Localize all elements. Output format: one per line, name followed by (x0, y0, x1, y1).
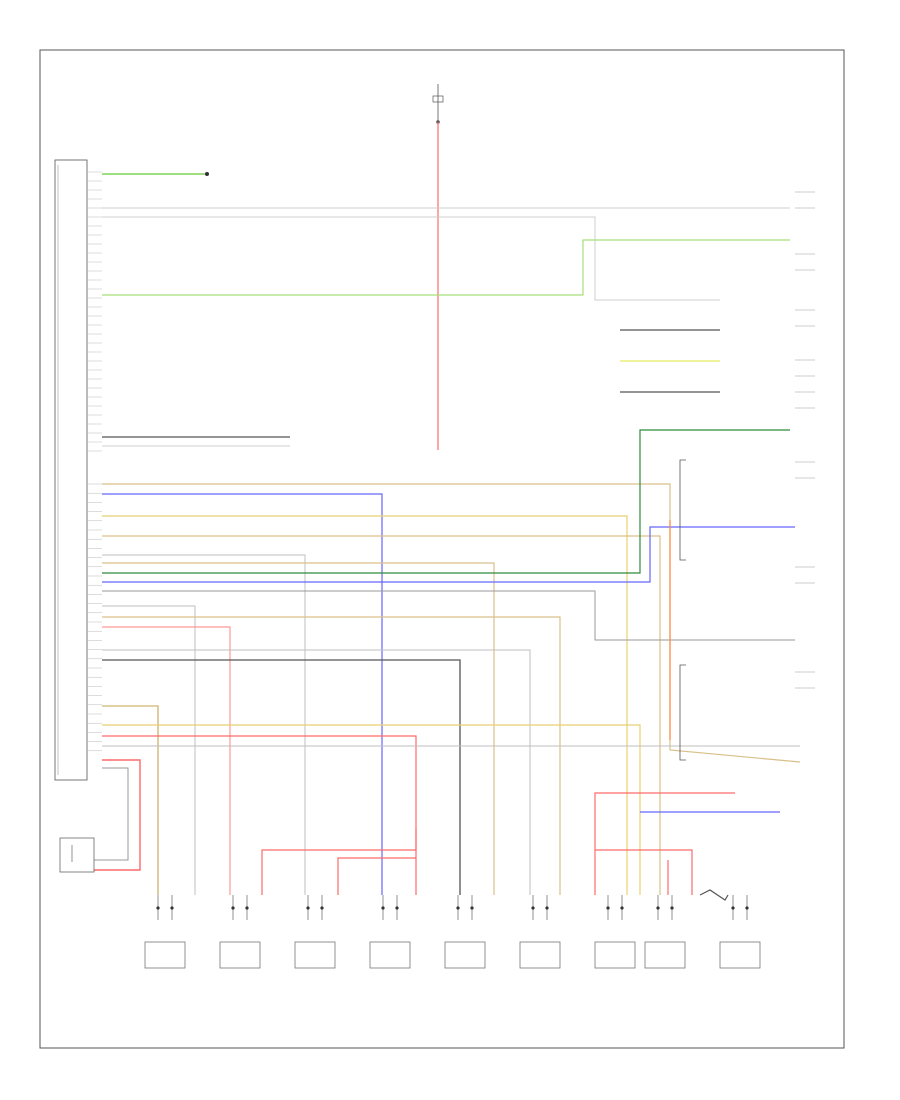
sensor-pin-dot (470, 906, 474, 910)
wire-light-green (102, 239, 790, 296)
fuse (432, 84, 444, 124)
wire-red-3 (94, 759, 141, 871)
wire-dark-gray-5 (699, 889, 729, 901)
sensor-pin-dot (606, 906, 610, 910)
sensor-pin-dot (531, 906, 535, 910)
sensor (594, 895, 636, 969)
wire-blue-2 (102, 526, 795, 583)
sensor-pin-dot (620, 906, 624, 910)
sensor-row (144, 895, 761, 969)
right-component-bracket (795, 391, 815, 409)
right-component-bracket (795, 359, 815, 377)
wire-red-7 (595, 849, 693, 895)
sensor-box (369, 941, 411, 969)
sensor (444, 895, 486, 969)
right-component-bracket (795, 566, 815, 584)
wire-dark-gray-4 (102, 659, 461, 895)
wire-tan-1 (102, 483, 801, 763)
wire-dark-green (102, 429, 790, 574)
right-components (679, 191, 815, 761)
wire-gray-2 (102, 216, 720, 301)
sensor-box (294, 941, 336, 969)
sensor-box (519, 941, 561, 969)
right-component-bracket (795, 253, 815, 271)
sensor (294, 895, 336, 969)
sensor-pin-dot (320, 906, 324, 910)
wire-blue (102, 493, 383, 895)
wire-red-4 (261, 828, 417, 895)
module-bracket (679, 459, 686, 561)
right-component-bracket (795, 461, 815, 479)
sensor-pin-dot (656, 906, 660, 910)
sensor (219, 895, 261, 969)
wire-gray-4 (102, 554, 306, 895)
sensor-pin-dot (306, 906, 310, 910)
sensor-pin-dot (670, 906, 674, 910)
wire-layer (94, 122, 801, 901)
sensor (719, 895, 761, 969)
sensor (369, 895, 411, 969)
sensor-box (644, 941, 686, 969)
module-bracket (679, 664, 686, 761)
diagram-frame (39, 49, 845, 1049)
wire-yellow-2 (102, 724, 641, 895)
sensor (519, 895, 561, 969)
sensor-box (144, 941, 186, 969)
right-component-bracket (795, 191, 815, 209)
sensor-pin-dot (731, 906, 735, 910)
sensor-box (219, 941, 261, 969)
sensor-pin-dot (381, 906, 385, 910)
right-component-bracket (795, 671, 815, 689)
wire-tan-4 (102, 616, 561, 895)
wire-red-6 (594, 792, 735, 895)
sensor-pin-dot (395, 906, 399, 910)
sensor-pin-dot (245, 906, 249, 910)
pin-labels (87, 171, 102, 752)
sensor-pin-dot (170, 906, 174, 910)
sensor-box (444, 941, 486, 969)
sensor (144, 895, 186, 969)
wire-pink (102, 626, 231, 895)
sensor-box (594, 941, 636, 969)
sensor (644, 895, 686, 969)
lower-left-connector (59, 837, 95, 873)
right-component-bracket (795, 309, 815, 327)
wire-red-2 (102, 735, 417, 895)
wire-red-5 (337, 857, 416, 895)
sensor-pin-dot (156, 906, 160, 910)
sensor-box (719, 941, 761, 969)
wire-tan-5 (102, 705, 159, 895)
sensor-pin-dot (745, 906, 749, 910)
wire-gray-5 (102, 590, 795, 641)
wire-tan-2 (102, 535, 661, 895)
sensor-pin-dot (545, 906, 549, 910)
sensor-pin-dot (231, 906, 235, 910)
wire-yellow-1 (102, 515, 628, 895)
wire-gray-9 (94, 767, 129, 861)
sensor-pin-dot (456, 906, 460, 910)
control-module (54, 159, 88, 781)
connector-dot (205, 172, 209, 176)
wire-gray-6 (102, 605, 196, 895)
wire-tan-3 (102, 562, 495, 895)
wire-gray-7 (102, 649, 531, 895)
